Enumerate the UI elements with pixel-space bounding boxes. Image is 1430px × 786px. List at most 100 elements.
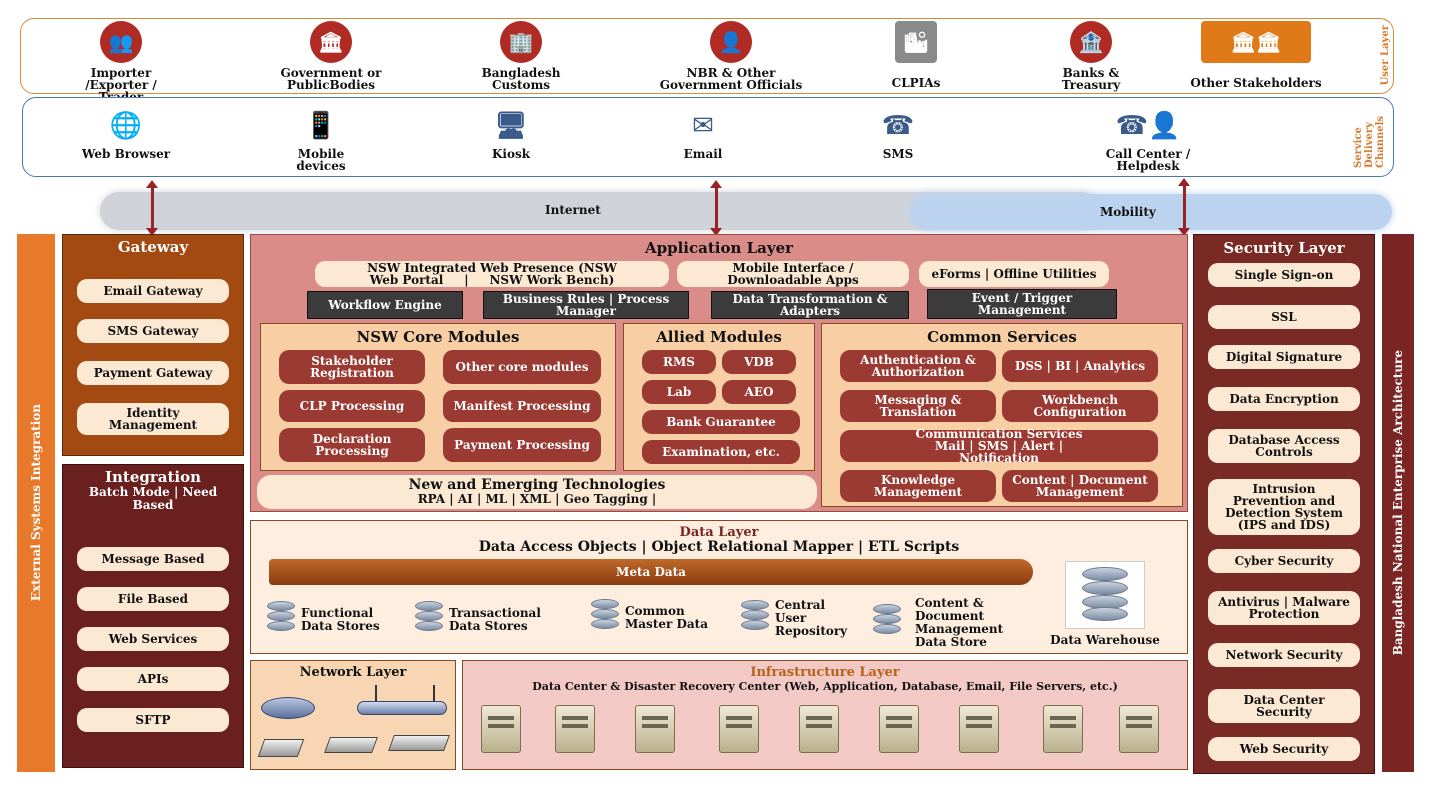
user-layer: 👥 Importer /Exporter / Trader 🏛 Governme…: [20, 18, 1394, 103]
user-label: CLPIAs: [891, 76, 941, 90]
core-item: Other core modules: [443, 350, 601, 384]
nsw-core-modules: NSW Core Modules Stakeholder Registratio…: [260, 323, 616, 471]
security-item: Cyber Security: [1208, 549, 1360, 573]
core-item: Stakeholder Registration: [279, 350, 425, 384]
channel-email: ✉ Email: [663, 108, 743, 160]
channels-side-label: Service Delivery Channels: [1353, 115, 1386, 168]
channel-web-browser: 🌐 Web Browser: [71, 108, 181, 160]
core-title: NSW Core Modules: [356, 328, 520, 346]
integration-item: File Based: [77, 587, 229, 611]
allied-item: VDB: [722, 350, 796, 374]
security-layer: Security Layer Single Sign-on SSL Digita…: [1193, 234, 1375, 774]
allied-item: Bank Guarantee: [642, 410, 800, 434]
arrow-email-to-application: [710, 180, 722, 236]
switch-icon: [388, 735, 450, 751]
data-transformation-box: Data Transformation & Adapters: [711, 291, 909, 319]
channel-mobile: 📱 Mobile devices: [271, 108, 371, 172]
user-other: 🏛🏛 Other Stakeholders: [1181, 21, 1331, 89]
user-label: Banks & Treasury: [1061, 66, 1121, 92]
data-warehouse-label: Data Warehouse: [1050, 633, 1160, 647]
data-store-transactional: Transactional Data Stores: [415, 601, 549, 639]
integration-panel: Integration Batch Mode | Need Based Mess…: [62, 464, 244, 768]
server-icon: [799, 705, 839, 753]
network-layer-title: Network Layer: [299, 665, 407, 680]
sms-phone-icon: ☎: [881, 111, 915, 141]
security-item: Intrusion Prevention and Detection Syste…: [1208, 479, 1360, 535]
globe-computer-icon: 🌐: [109, 111, 143, 141]
core-item: CLP Processing: [279, 390, 425, 422]
security-item: Web Security: [1208, 737, 1360, 761]
database-icon: [267, 601, 295, 639]
server-icon: [1043, 705, 1083, 753]
common-item: DSS | BI | Analytics: [1002, 350, 1158, 382]
server-icon: [959, 705, 999, 753]
security-item: SSL: [1208, 305, 1360, 329]
data-store-central-user: Central User Repository: [741, 599, 847, 638]
integration-item: Web Services: [77, 627, 229, 651]
mobility-cloud: [910, 194, 1392, 230]
network-layer: Network Layer: [250, 660, 456, 770]
common-item: Content | Document Management: [1002, 470, 1158, 502]
external-systems-integration-label: External Systems Integration: [29, 404, 43, 602]
channel-label: Mobile devices: [296, 147, 346, 173]
user-banks: 🏦 Banks & Treasury: [1041, 21, 1141, 91]
event-trigger-box: Event / Trigger Management: [927, 289, 1117, 319]
external-systems-integration-bar: External Systems Integration: [17, 234, 55, 772]
government-building-icon: 🏛: [310, 21, 352, 63]
mobile-interface-pill: Mobile Interface / Downloadable Apps: [677, 261, 909, 287]
allied-item: RMS: [642, 350, 716, 374]
city-buildings-icon: 🏙: [895, 21, 937, 63]
user-label: Other Stakeholders: [1190, 76, 1322, 90]
core-item: Manifest Processing: [443, 390, 601, 422]
data-store-functional: Functional Data Stores: [267, 601, 383, 639]
channel-label: Email: [683, 147, 723, 161]
data-store-label: Common Master Data: [625, 604, 708, 631]
server-icon: [555, 705, 595, 753]
infrastructure-title: Infrastructure Layer: [750, 665, 900, 680]
allied-title: Allied Modules: [656, 328, 782, 346]
security-item: Antivirus | Malware Protection: [1208, 591, 1360, 625]
business-rules-box: Business Rules | Process Manager: [483, 291, 689, 319]
security-item: Data Encryption: [1208, 387, 1360, 411]
emerging-title: New and Emerging Technologies: [408, 477, 666, 493]
arrow-web-to-gateway: [146, 180, 158, 236]
mobile-device-icon: 📱: [304, 111, 338, 141]
user-clpias: 🏙 CLPIAs: [876, 21, 956, 89]
user-government: 🏛 Government or PublicBodies: [271, 21, 391, 91]
switch-icon: [257, 739, 305, 757]
web-presence-pill: NSW Integrated Web Presence (NSW Web Por…: [315, 261, 669, 287]
application-layer-title: Application Layer: [644, 239, 794, 257]
backbone-connector: [375, 685, 435, 701]
user-label: Bangladesh Customs: [481, 66, 561, 92]
server-icon: [1119, 705, 1159, 753]
common-item: Knowledge Management: [840, 470, 996, 502]
bank-icon: 🏦: [1070, 21, 1112, 63]
data-layer-title: Data Layer: [679, 525, 759, 540]
security-title: Security Layer: [1223, 239, 1345, 257]
router-icon: [261, 697, 315, 719]
service-delivery-channels: 🌐 Web Browser 📱 Mobile devices 🖥 Kiosk ✉…: [22, 97, 1394, 177]
common-title: Common Services: [927, 328, 1077, 346]
channel-call-center: ☎👤 Call Center / Helpdesk: [1083, 108, 1213, 172]
data-store-master: Common Master Data: [591, 599, 711, 637]
channel-label: Call Center / Helpdesk: [1105, 147, 1191, 173]
data-store-label: Transactional Data Stores: [449, 606, 541, 633]
network-backbone-icon: [357, 701, 447, 715]
allied-item: AEO: [722, 380, 796, 404]
core-item: Payment Processing: [443, 428, 601, 462]
email-icon: ✉: [692, 111, 714, 141]
gateway-item: SMS Gateway: [77, 319, 229, 343]
user-label: NBR & Other Government Officials: [659, 66, 803, 92]
security-item: Database Access Controls: [1208, 429, 1360, 463]
workflow-engine-box: Workflow Engine: [307, 291, 463, 319]
arrow-call-center-to-security: [1178, 178, 1190, 236]
people-icon: 👥: [100, 21, 142, 63]
switch-icon: [324, 737, 378, 753]
security-item: Digital Signature: [1208, 345, 1360, 369]
data-warehouse-icon: [1065, 561, 1145, 629]
data-store-label: Content & Document Management Data Store: [915, 596, 1004, 649]
eforms-pill: eForms | Offline Utilities: [919, 261, 1109, 287]
kiosk-icon: 🖥: [494, 111, 528, 141]
infrastructure-layer: Infrastructure Layer Data Center & Disas…: [462, 660, 1188, 770]
data-store-label: Functional Data Stores: [301, 606, 380, 633]
